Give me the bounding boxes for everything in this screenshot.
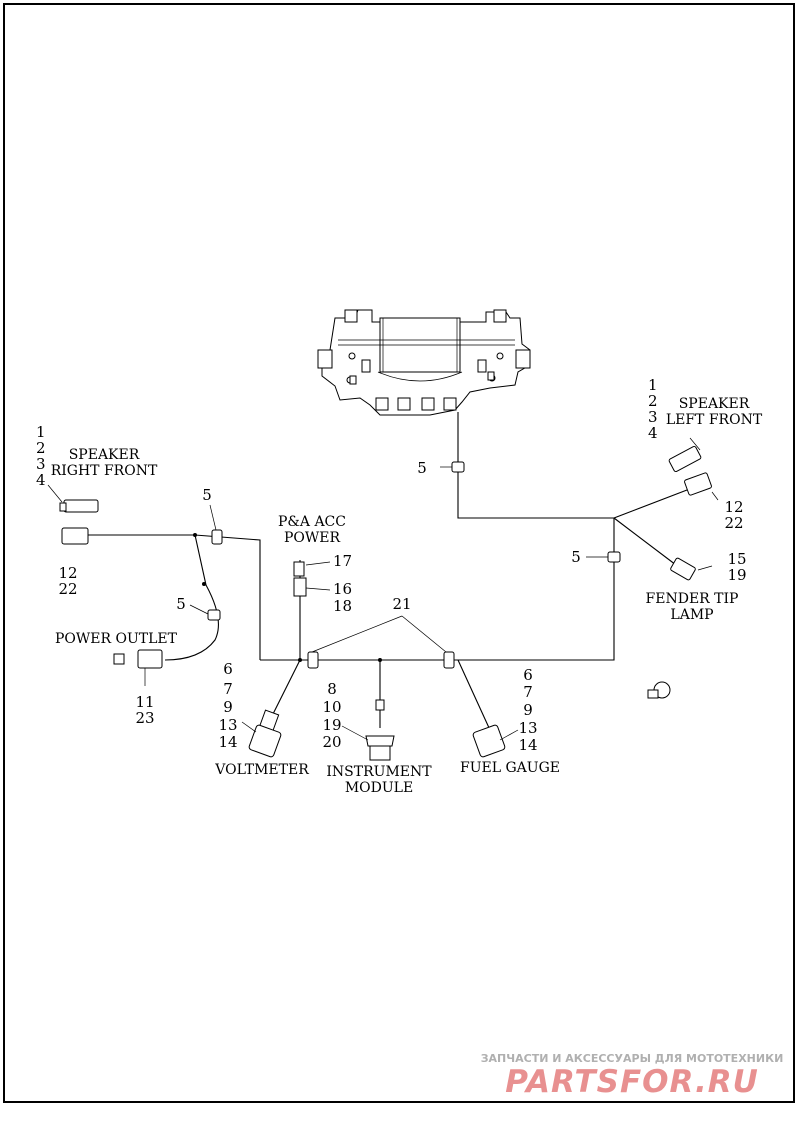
callout-4-left: 4 <box>648 424 658 442</box>
callout-22-left: 22 <box>724 514 743 532</box>
speaker-left-front-connector <box>668 437 702 473</box>
callout-17: 17 <box>333 552 352 570</box>
drawing-frame <box>3 3 795 1103</box>
wiring-harness <box>88 412 701 731</box>
harness-callout-leaders <box>311 615 447 653</box>
callout-3-right: 3 <box>36 455 46 473</box>
power-outlet-connector <box>113 649 163 686</box>
speaker-left-front-label-1: SPEAKER <box>679 396 750 412</box>
callout-7-fuel: 7 <box>523 683 533 701</box>
loose-clip <box>647 681 671 699</box>
callout-9-voltmeter: 9 <box>223 698 233 716</box>
callout-23: 23 <box>135 709 154 727</box>
instrument-module-connector <box>341 699 395 761</box>
callout-15: 15 <box>727 550 746 568</box>
pa-acc-power-label-1: P&A ACC <box>278 514 346 530</box>
callout-6-voltmeter: 6 <box>223 660 233 678</box>
callout-9-fuel: 9 <box>523 701 533 719</box>
speaker-left-front-harness-connector <box>684 472 719 501</box>
callout-14-voltmeter: 14 <box>218 733 237 751</box>
pa-acc-power-connector <box>293 561 331 597</box>
callout-6-fuel: 6 <box>523 666 533 684</box>
callout-1-left: 1 <box>648 376 658 394</box>
callout-11: 11 <box>135 693 154 711</box>
clip-left-upper <box>209 504 223 545</box>
power-outlet-label: POWER OUTLET <box>55 631 178 647</box>
fender-tip-lamp-connector <box>670 557 713 581</box>
speaker-left-front-label-2: LEFT FRONT <box>666 412 763 428</box>
callout-13-fuel: 13 <box>518 719 537 737</box>
callout-12-right: 12 <box>58 564 77 582</box>
fuel-gauge-connector <box>472 724 519 758</box>
pa-acc-power-label-2: POWER <box>284 530 341 546</box>
callout-21: 21 <box>392 595 411 613</box>
callout-7-voltmeter: 7 <box>223 680 233 698</box>
callout-18: 18 <box>333 597 352 615</box>
watermark-tagline: ЗАПЧАСТИ И АКСЕССУАРЫ ДЛЯ МОТОТЕХНИКИ <box>481 1052 784 1065</box>
callout-8: 8 <box>327 680 337 698</box>
voltmeter-connector <box>241 709 282 758</box>
fuel-gauge-label: FUEL GAUGE <box>460 760 560 776</box>
harness-clips <box>193 533 455 669</box>
callout-20: 20 <box>322 733 341 751</box>
instrument-module-label-2: MODULE <box>345 780 413 796</box>
callout-3-left: 3 <box>648 408 658 426</box>
clip-left-lower <box>189 604 221 621</box>
callout-5-right: 5 <box>571 548 581 566</box>
callout-13-voltmeter: 13 <box>218 716 237 734</box>
console-bracket <box>317 309 531 416</box>
clip-right <box>586 551 621 563</box>
speaker-right-front-label-1: SPEAKER <box>69 447 140 463</box>
voltmeter-label: VOLTMETER <box>214 762 309 778</box>
callout-1-right: 1 <box>36 423 46 441</box>
speaker-right-front-harness-connector <box>61 527 89 545</box>
callout-10: 10 <box>322 698 341 716</box>
callout-12-left: 12 <box>724 498 743 516</box>
fender-tip-lamp-label-1: FENDER TIP <box>646 591 739 607</box>
instrument-module-label-1: INSTRUMENT <box>326 764 432 780</box>
fender-tip-lamp-label-2: LAMP <box>670 607 713 623</box>
callout-19-fender: 19 <box>727 566 746 584</box>
callout-5-top: 5 <box>417 459 427 477</box>
speaker-right-front-connector <box>47 484 99 513</box>
callout-16: 16 <box>333 580 352 598</box>
callout-2-left: 2 <box>648 392 658 410</box>
callout-22-right: 22 <box>58 580 77 598</box>
speaker-right-front-label-2: RIGHT FRONT <box>51 463 158 479</box>
callout-5-left-lower: 5 <box>176 595 186 613</box>
callout-4-right: 4 <box>36 471 46 489</box>
callout-2-right: 2 <box>36 439 46 457</box>
clip-top <box>440 461 465 473</box>
callout-14-fuel: 14 <box>518 736 537 754</box>
watermark-brand: PARTSFOR.RU <box>505 1064 759 1100</box>
callout-19-instrument: 19 <box>322 716 341 734</box>
callout-5-left-upper: 5 <box>202 486 212 504</box>
